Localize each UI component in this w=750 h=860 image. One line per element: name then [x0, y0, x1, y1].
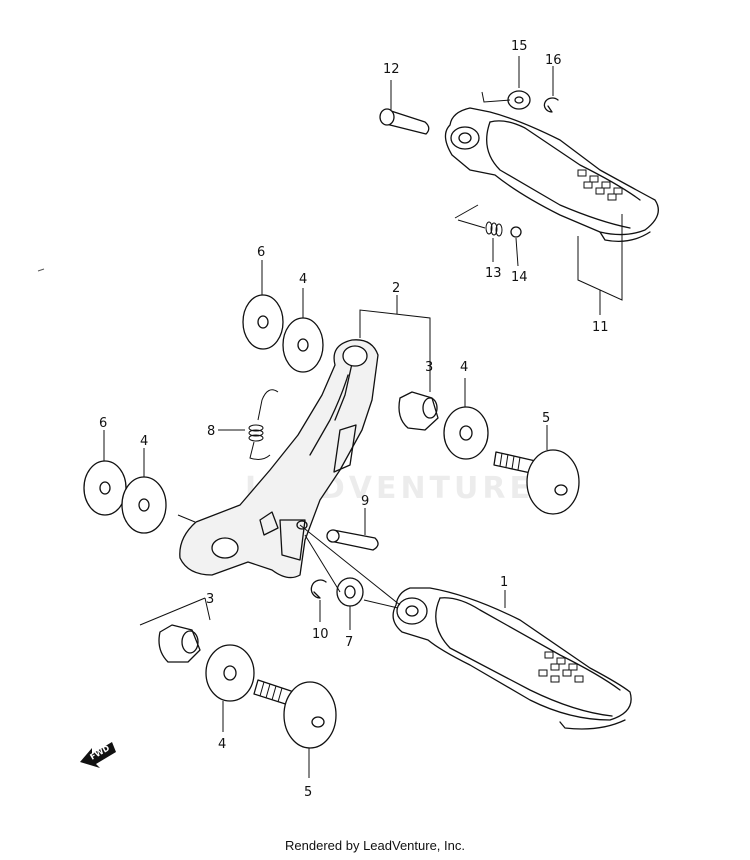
callout-14: 14	[511, 270, 528, 285]
washer-6-upper	[242, 294, 284, 350]
callout-10: 10	[312, 627, 329, 642]
washer-4-left	[121, 476, 167, 534]
washer-4-upper	[282, 317, 324, 373]
fwd-arrow-icon: FWD	[80, 742, 116, 768]
upper-footpeg-assembly	[444, 107, 659, 243]
callout-9: 7	[345, 635, 353, 650]
collar-3-lower	[158, 624, 201, 663]
ball-14	[510, 226, 522, 238]
main-leaders	[103, 260, 548, 778]
upper-leaders	[390, 56, 623, 315]
bolt-5-right	[493, 449, 580, 515]
spring-8	[248, 389, 279, 460]
callout-5-lower: 5	[304, 785, 312, 800]
callout-5-right: 5	[542, 411, 550, 426]
washer-9	[336, 577, 364, 607]
callout-3-lower: 3	[206, 592, 214, 607]
callout-3-upper: 3	[425, 360, 433, 375]
callout-6-left: 6	[99, 416, 107, 431]
callout-7: 9	[361, 494, 369, 509]
lower-footpeg-1	[392, 587, 632, 730]
callout-1: 1	[500, 575, 508, 590]
clip-10	[310, 579, 327, 599]
stray-mark	[37, 268, 45, 272]
callout-labels: 12 15 16 13 14 11 2 3 6 4 4 5 8 6 4 9 3 …	[99, 39, 609, 800]
callout-6-upper: 6	[257, 245, 265, 260]
clip-16	[543, 97, 559, 113]
callout-12: 12	[383, 62, 400, 77]
pin-7	[326, 529, 379, 551]
callout-4-lower: 4	[218, 737, 226, 752]
collar-3-upper	[398, 391, 439, 431]
bolt-5-lower	[253, 679, 337, 749]
callout-4-upper: 4	[299, 272, 307, 287]
washer-15	[507, 90, 531, 110]
callout-15: 15	[511, 39, 528, 54]
callout-13: 13	[485, 266, 502, 281]
footer-credit: Rendered by LeadVenture, Inc.	[285, 838, 465, 853]
washer-6-left	[83, 460, 127, 516]
callout-8: 8	[207, 424, 215, 439]
callout-16: 16	[545, 53, 562, 68]
washer-4-lower	[205, 644, 255, 702]
pin-12	[379, 108, 430, 135]
main-bracket-2	[179, 339, 379, 579]
callout-2: 2	[392, 281, 400, 296]
spring-13	[485, 221, 503, 237]
washer-4-right	[443, 406, 489, 460]
callout-11: 11	[592, 320, 609, 335]
callout-4-left: 4	[140, 434, 148, 449]
callout-4-right: 4	[460, 360, 468, 375]
